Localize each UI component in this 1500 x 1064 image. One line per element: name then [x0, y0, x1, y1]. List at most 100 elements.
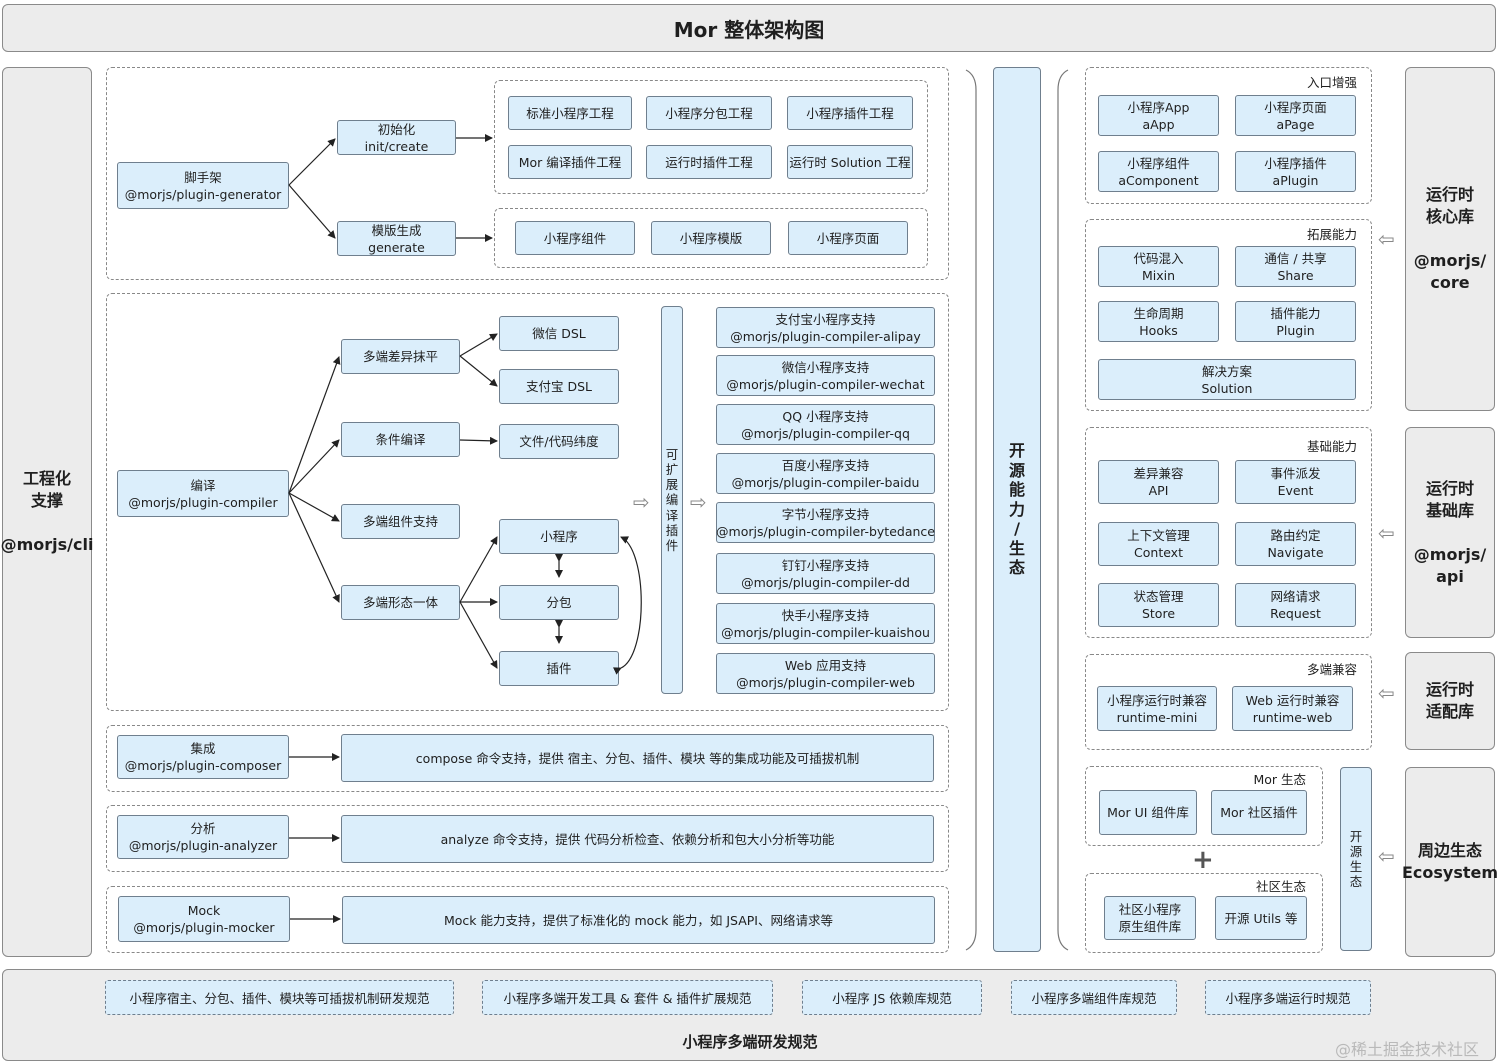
compiler-target: 快手小程序支持@morjs/plugin-compiler-kuaishou — [716, 603, 935, 644]
compiler-target: QQ 小程序支持@morjs/plugin-compiler-qq — [716, 404, 935, 445]
extend-section — [1085, 219, 1372, 411]
spec-item: 小程序宿主、分包、插件、模块等可插拔机制研发规范 — [105, 980, 454, 1015]
analyze-section — [106, 805, 949, 872]
plus-icon: + — [1192, 845, 1214, 875]
plugin-node: 插件 — [499, 651, 619, 686]
page-title-text: Mor 整体架构图 — [673, 17, 825, 42]
watermark: @稀土掘金技术社区 — [1335, 1040, 1480, 1059]
gen-target: 小程序模版 — [651, 221, 771, 255]
bracket — [965, 69, 977, 951]
file-dim-node: 文件/代码纬度 — [499, 424, 619, 459]
subpackage-node: 分包 — [499, 585, 619, 620]
multi-comp-node: 多端组件支持 — [341, 504, 460, 539]
bracket — [1057, 69, 1069, 951]
compiler-target: 钉钉小程序支持@morjs/plugin-compiler-dd — [716, 553, 935, 594]
scaffold-section — [106, 67, 949, 280]
page-title: Mor 整体架构图 — [2, 4, 1496, 52]
basic-label: 基础能力 — [1306, 439, 1357, 454]
init-target: 运行时插件工程 — [646, 145, 772, 179]
multi-form-node: 多端形态一体 — [341, 585, 460, 620]
cli-panel: 工程化 支撑 @morjs/cli — [0, 67, 94, 957]
runtime-api-panel: 运行时 基础库 @morjs/ api — [1405, 427, 1495, 638]
init-target: Mor 编译插件工程 — [508, 145, 632, 179]
community-eco-item: 开源 Utils 等 — [1215, 896, 1307, 940]
init-target: 小程序分包工程 — [646, 96, 772, 130]
community-eco-item: 社区小程序原生组件库 — [1104, 896, 1196, 940]
hollow-left-arrow-icon: ⇦ — [1378, 844, 1395, 868]
compiler-target: Web 应用支持@morjs/plugin-compiler-web — [716, 653, 935, 694]
cli-line: @morjs/cli — [0, 535, 94, 554]
open-source-column: 开 源 能 力 / 生 态 — [993, 67, 1041, 952]
compiler-target: 字节小程序支持@morjs/plugin-compiler-bytedance — [716, 502, 935, 543]
basic-section — [1085, 427, 1372, 638]
runtime-core-panel: 运行时 核心库 @morjs/ core — [1405, 67, 1495, 411]
community-eco-label: 社区生态 — [1255, 879, 1306, 894]
wechat-dsl-node: 微信 DSL — [499, 316, 619, 351]
mocker-node: Mock@morjs/plugin-mocker — [118, 896, 290, 942]
cli-line: 工程化 — [22, 469, 71, 488]
gen-targets-group — [494, 208, 928, 268]
mor-eco-label: Mor 生态 — [1253, 772, 1306, 787]
compiler-target: 百度小程序支持@morjs/plugin-compiler-baidu — [716, 453, 935, 494]
hollow-left-arrow-icon: ⇦ — [1378, 681, 1395, 705]
analyzer-desc: analyze 命令支持，提供 代码分析检查、依赖分析和包大小分析等功能 — [341, 815, 934, 863]
hollow-right-arrow-icon: ⇨ — [633, 490, 650, 514]
gen-target: 小程序组件 — [515, 221, 635, 255]
cli-line: 支撑 — [30, 491, 63, 510]
mock-section — [106, 886, 949, 953]
compile-section — [106, 293, 949, 711]
extensible-compiler-column: 可 扩 展 编 译 插 件 — [661, 306, 683, 694]
mor-eco-item: Mor 社区插件 — [1211, 790, 1307, 835]
miniapp-node: 小程序 — [499, 519, 619, 554]
open-eco-column: 开 源 生 态 — [1340, 767, 1372, 951]
init-target: 标准小程序工程 — [508, 96, 632, 130]
compiler-target: 支付宝小程序支持@morjs/plugin-compiler-alipay — [716, 307, 935, 348]
alipay-dsl-node: 支付宝 DSL — [499, 369, 619, 404]
mor-eco-section — [1085, 766, 1323, 846]
composer-node: 集成@morjs/plugin-composer — [117, 735, 289, 779]
entry-section — [1085, 67, 1372, 204]
diff-node: 多端差异抹平 — [341, 339, 460, 374]
hollow-right-arrow-icon: ⇨ — [690, 490, 707, 514]
cond-node: 条件编译 — [341, 422, 460, 457]
compiler-node: 编译@morjs/plugin-compiler — [117, 470, 289, 517]
runtime-adapter-panel: 运行时 适配库 — [1405, 652, 1495, 750]
compiler-target: 微信小程序支持@morjs/plugin-compiler-wechat — [716, 355, 935, 396]
extend-label: 拓展能力 — [1306, 227, 1357, 242]
hollow-left-arrow-icon: ⇦ — [1378, 521, 1395, 545]
init-targets-group — [494, 80, 928, 194]
ecosystem-panel: 周边生态 Ecosystem — [1402, 767, 1498, 957]
scaffold-node: 脚手架@morjs/plugin-generator — [117, 162, 289, 209]
composer-desc: compose 命令支持，提供 宿主、分包、插件、模块 等的集成功能及可插拔机制 — [341, 734, 934, 782]
gen-target: 小程序页面 — [788, 221, 908, 255]
spec-item: 小程序 JS 依赖库规范 — [802, 980, 982, 1015]
spec-item: 小程序多端开发工具 & 套件 & 插件扩展规范 — [482, 980, 773, 1015]
hollow-left-arrow-icon: ⇦ — [1378, 227, 1395, 251]
community-eco-section — [1085, 873, 1323, 953]
mor-eco-item: Mor UI 组件库 — [1099, 790, 1197, 835]
multi-compat-section — [1085, 654, 1372, 750]
init-target: 运行时 Solution 工程 — [787, 145, 913, 179]
analyzer-node: 分析@morjs/plugin-analyzer — [117, 815, 289, 859]
mocker-desc: Mock 能力支持，提供了标准化的 mock 能力，如 JSAPI、网络请求等 — [342, 896, 935, 944]
multi-compat-label: 多端兼容 — [1306, 662, 1357, 677]
